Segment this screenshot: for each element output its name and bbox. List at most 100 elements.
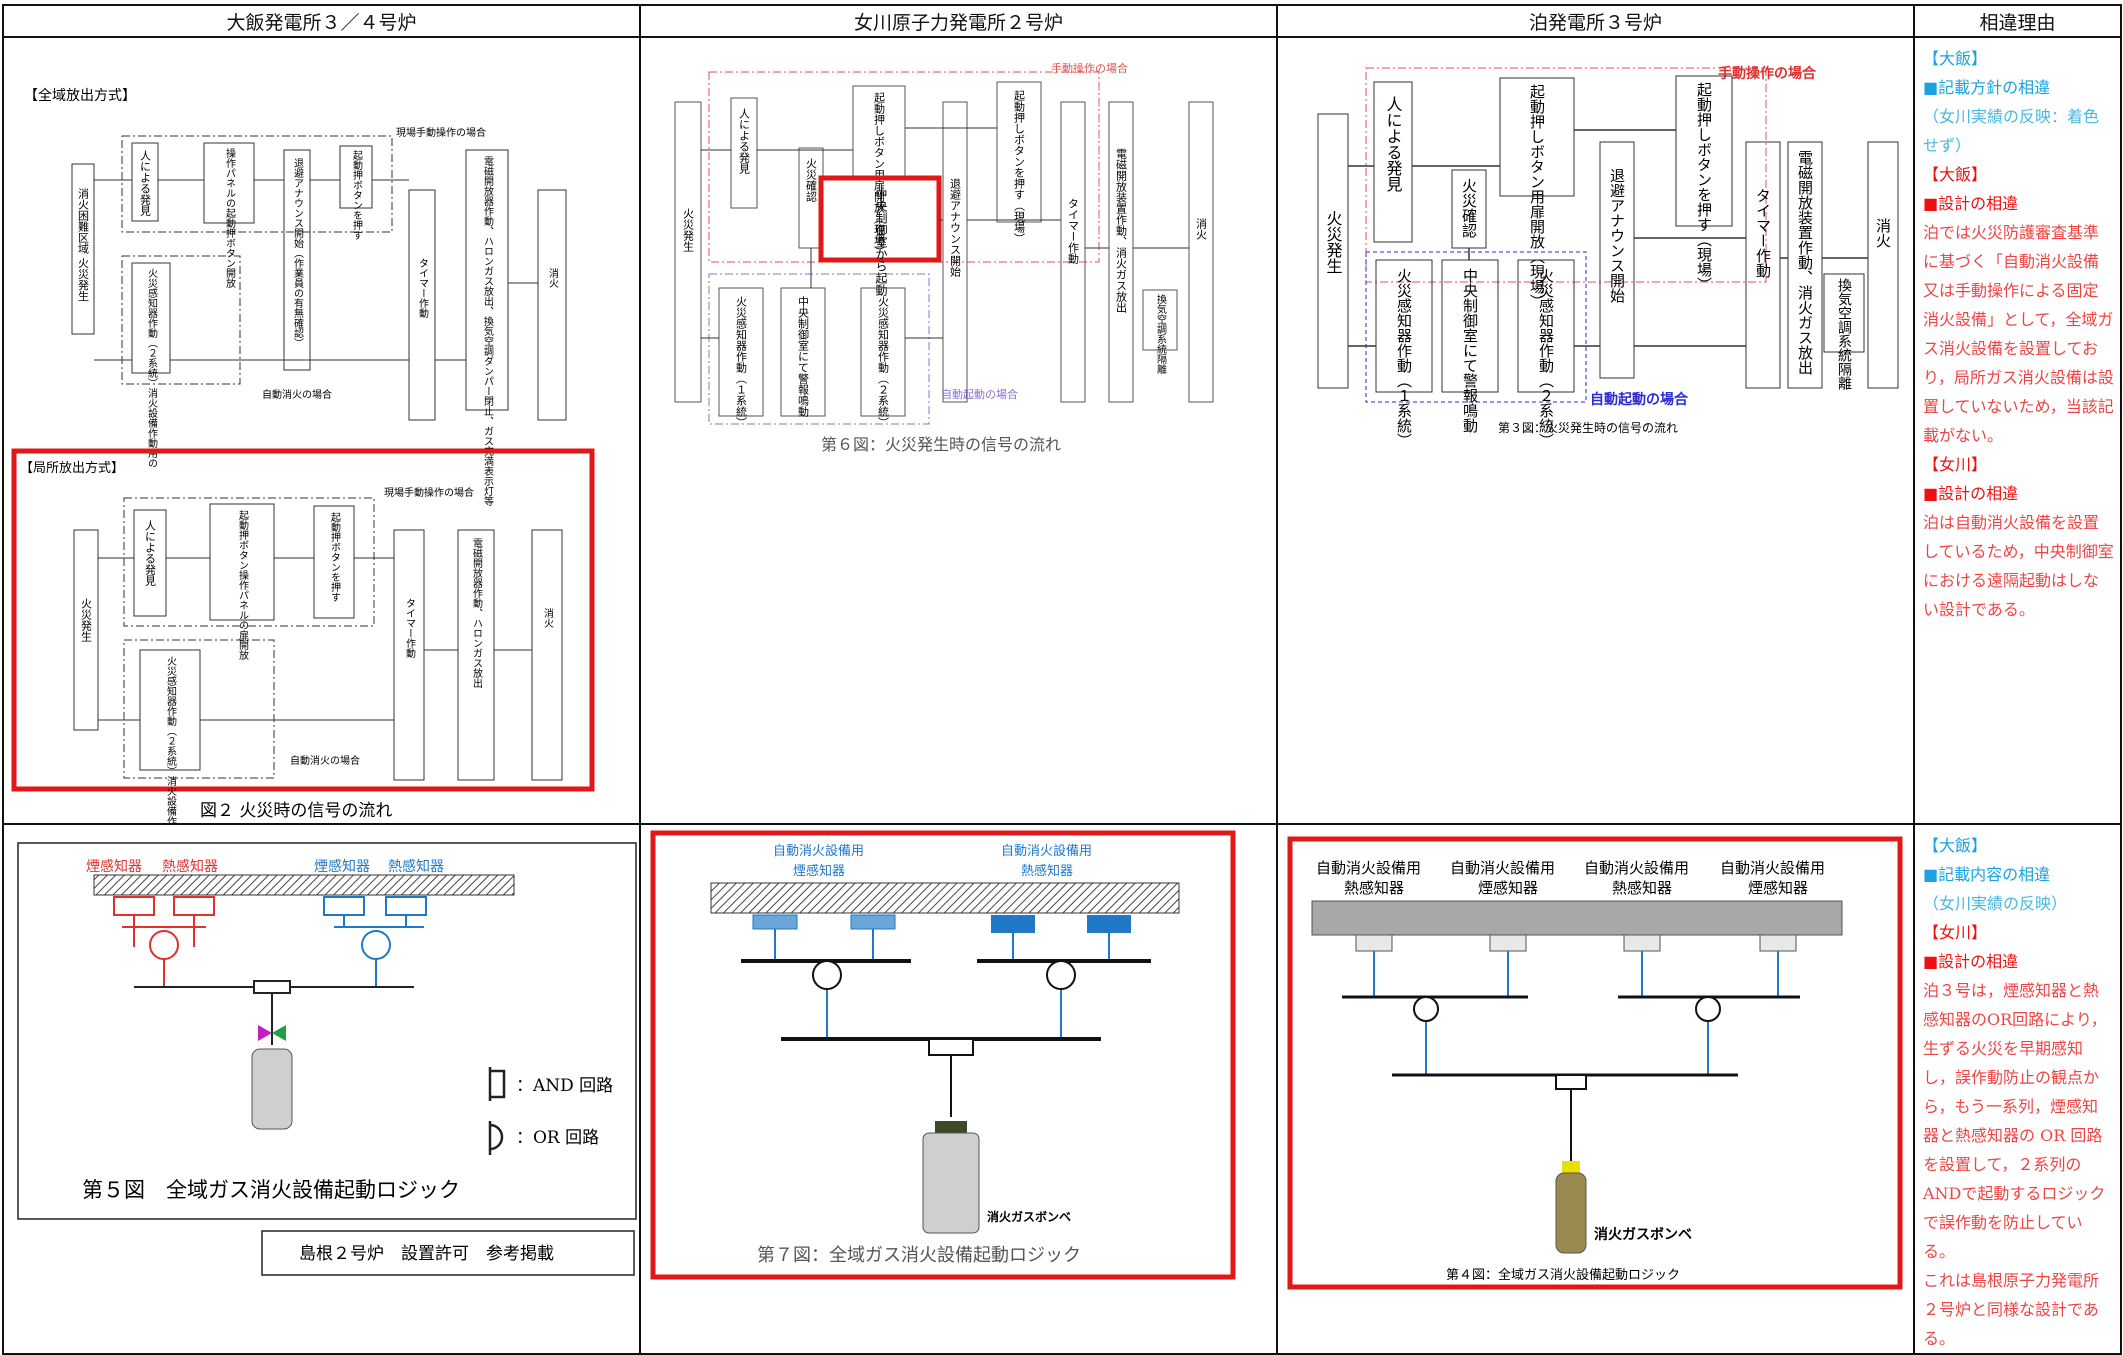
tomari-label-top-4: 自動消火設備用 [1720, 859, 1825, 877]
tomari-labels: 自動消火設備用 自動消火設備用 自動消火設備用 自動消火設備用 熱感知器 煙感知… [1316, 859, 1825, 897]
ohi-local-human-text: 人による発見 [144, 520, 157, 586]
reason-line: 【女川】 [1923, 923, 1988, 942]
onagawa-timer-box [1060, 101, 1086, 403]
tomari-announce-box [1599, 141, 1635, 379]
onagawa-logic-caption: 第７図：全域ガス消火設備起動ロジック [757, 1245, 1081, 1266]
ohi-and-symbol [490, 1069, 506, 1099]
onagawa-flow-diagram: 手動操作の場合 自動起動の場合 火災発生 人による発見 火災確認 起動押しボタン… [674, 61, 1214, 454]
tomari-extinguish-box [1867, 141, 1899, 389]
onagawa-valve-box [1108, 101, 1134, 403]
ohi-local-auto-region [123, 639, 275, 779]
ohi-announce-text: 退避アナウンス開始（作業員の有無確認） [292, 158, 304, 348]
onagawa-push-text: 起動押しボタンを押す（現場） [1013, 90, 1026, 244]
onagawa-extinguish-box [1188, 101, 1214, 403]
onagawa-or-left [812, 960, 842, 990]
ohi-label-smoke-blue: 煙感知器 [314, 858, 370, 875]
onagawa-valve [935, 1121, 967, 1133]
onagawa-logic-diagram: 自動消火設備用 煙感知器 自動消火設備用 熱感知器 [650, 830, 1236, 1280]
ohi-local-extinguish-text: 消火 [542, 607, 554, 628]
ohi-local-auto-label: 自動消火の場合 [290, 754, 360, 767]
tomari-vent-text: 換気空調系統隔離 [1836, 278, 1852, 390]
tomari-cylinder [1555, 1172, 1587, 1254]
tomari-push-text: 起動押しボタンを押す（現場） [1695, 82, 1713, 292]
onagawa-heat-label: 熱感知器 [1021, 863, 1073, 879]
onagawa-valve-text: 電磁開放装置作動、消火ガス放出 [1115, 148, 1128, 313]
onagawa-det-lines [774, 929, 1110, 1037]
tomari-valve [1562, 1161, 1580, 1173]
tomari-det2-text: 火災感知器作動（２系統） [1537, 268, 1555, 448]
tomari-or-right [1695, 996, 1721, 1022]
onagawa-heat-top: 自動消火設備用 [1001, 843, 1092, 859]
reason-bottom-list: 【大飯】■記載内容の相違（女川実績の反映）【女川】■設計の相違泊３号は，煙感知器… [1915, 825, 2120, 1353]
onagawa-det1-box [718, 287, 764, 417]
tomari-or-left [1413, 996, 1439, 1022]
ohi-human-box [131, 142, 159, 222]
onagawa-central-text: 中央制御室から起動 [874, 187, 888, 296]
ohi-local-extinguish [531, 529, 563, 781]
ohi-local-start-text: 火災発生 [80, 598, 93, 642]
ohi-extinguish-box [537, 189, 567, 421]
ohi-detect-text: 火災感知器作動（２系統）消火設備作動用の [146, 268, 158, 468]
onagawa-smoke-top: 自動消火設備用 [773, 843, 864, 859]
tomari-valve-text: 電磁開放装置作動、消火ガス放出 [1796, 150, 1814, 375]
ohi-panel-box [203, 142, 255, 224]
reason-line: 【大飯】 [1923, 165, 1988, 184]
tomari-door-box [1499, 77, 1575, 197]
ohi-timer-text: タイマー作動 [417, 258, 429, 319]
tomari-extinguish-text: 消火 [1874, 218, 1892, 248]
onagawa-timer-text: タイマー作動 [1067, 198, 1080, 265]
tomari-label-bottom-1: 熱感知器 [1344, 879, 1404, 897]
onagawa-human-box [730, 97, 758, 209]
ohi-local-push-text: 起動押ボタンを押す [329, 512, 341, 602]
header-tomari: 泊発電所３号炉 [1276, 4, 1915, 38]
tomari-ceiling [1311, 900, 1843, 936]
onagawa-start-box [674, 101, 702, 403]
onagawa-vent-text: 換気空調系統隔離 [1155, 294, 1167, 375]
tomari-flow-cell: 手動操作の場合 自動起動の場合 火災発生 人による発見 起動押しボタン用扉開放（… [1276, 36, 1915, 825]
reason-bottom-cell: 【大飯】■記載内容の相違（女川実績の反映）【女川】■設計の相違泊３号は，煙感知器… [1913, 823, 2122, 1355]
flow-row: 【全域放出方式】 現場手動操作の場合 自動消火の場合 消火困難区域 火災発生 人… [2, 36, 2122, 825]
tomari-vent-box [1823, 273, 1865, 353]
tomari-label-top-2: 自動消火設備用 [1450, 859, 1555, 877]
onagawa-alarm-text: 中央制御室にて警報鳴動 [797, 296, 810, 418]
ohi-blue-detectors [323, 896, 427, 987]
ohi-start-box [71, 163, 95, 335]
reason-line: ■記載内容の相違 [1923, 865, 2051, 884]
onagawa-heat-det-1 [991, 915, 1035, 933]
ohi-local-timer-text: タイマー作動 [404, 598, 416, 659]
onagawa-announce-text: 退避アナウンス開始 [949, 178, 962, 278]
ohi-timer-box [408, 189, 436, 421]
onagawa-push-box [996, 81, 1042, 223]
tomari-door-text: 起動押しボタン用扉開放（現場） [1528, 84, 1546, 309]
tomari-timer-text: タイマー作動 [1754, 188, 1772, 279]
ohi-cylinder [251, 1048, 293, 1130]
onagawa-or-right [1046, 960, 1076, 990]
tomari-label-top-1: 自動消火設備用 [1316, 859, 1421, 877]
tomari-confirm-text: 火災確認 [1460, 178, 1478, 238]
ohi-or-symbol [489, 1123, 504, 1151]
ohi-valve-right [272, 1025, 286, 1041]
reason-line: 泊は自動消火設備を設置しているため，中央制御室における遠隔起動はしない設計である… [1923, 513, 2114, 619]
onagawa-flow-caption: 第６図：火災発生時の信号の流れ [821, 435, 1061, 454]
tomari-logic-highlight [1287, 836, 1903, 1290]
tomari-start-text: 火災発生 [1324, 210, 1343, 274]
ohi-flow-diagram: 【全域放出方式】 現場手動操作の場合 自動消火の場合 消火困難区域 火災発生 人… [11, 87, 595, 823]
ohi-local-arrows [98, 557, 532, 721]
tomari-valve-box [1787, 141, 1823, 389]
onagawa-logic-cell: 自動消火設備用 煙感知器 自動消火設備用 熱感知器 [639, 823, 1278, 1355]
onagawa-start-text: 火災発生 [682, 208, 695, 252]
ohi-auto-label: 自動消火の場合 [262, 388, 332, 401]
ohi-local-valve-text: 電磁開放器作動、ハロンガス放出 [471, 538, 483, 688]
tomari-alarm-box [1441, 259, 1499, 393]
reason-line: 泊では火災防護審査基準に基づく「自動消火設備又は手動操作による固定消火設備」とし… [1923, 223, 2114, 445]
ohi-valve-box [465, 149, 509, 411]
ohi-logic-frame [17, 842, 637, 1220]
tomari-logic-cell: 自動消火設備用 自動消火設備用 自動消火設備用 自動消火設備用 熱感知器 煙感知… [1276, 823, 1915, 1355]
tomari-push-box [1675, 75, 1733, 227]
header-ohi: 大飯発電所３／４号炉 [2, 4, 641, 38]
reason-line: 【大飯】 [1923, 836, 1988, 855]
onagawa-det2-text: 火災感知器作動（２系統） [877, 296, 890, 428]
ohi-local-highlight [11, 448, 595, 792]
onagawa-announce-box [942, 101, 968, 403]
ohi-local-detect [139, 649, 201, 771]
